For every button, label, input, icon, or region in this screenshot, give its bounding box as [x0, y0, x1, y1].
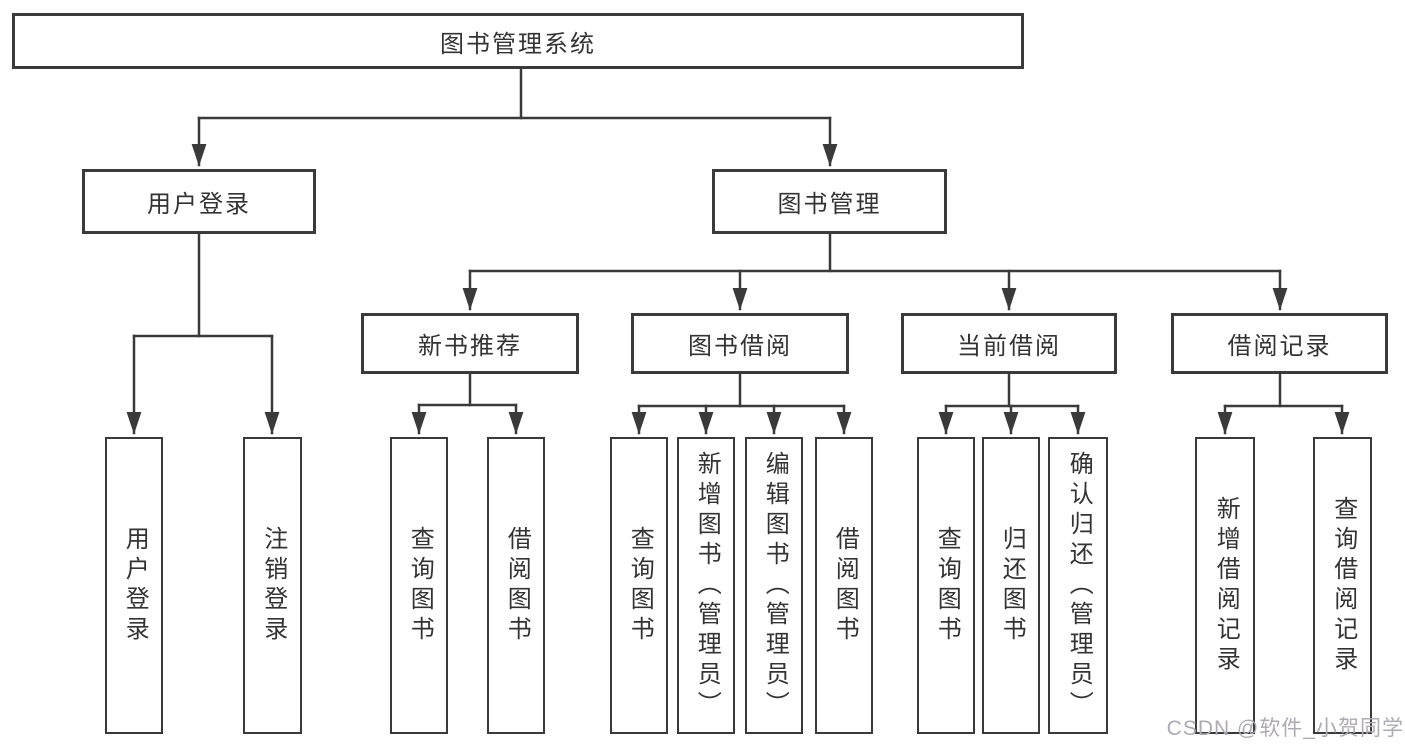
- node-book-management: 图书管理: [712, 169, 947, 234]
- node-borrow-records: 借阅记录: [1171, 313, 1388, 374]
- leaf-borrowing-edit-books-admin: 编辑图书（管理员）: [745, 437, 803, 734]
- leaf-logout: 注销登录: [243, 437, 302, 734]
- node-user-login: 用户登录: [82, 169, 316, 234]
- leaf-recommend-borrow-books: 借阅图书: [487, 437, 545, 734]
- connector-lines: [126, 67, 1350, 435]
- leaf-user-login: 用户登录: [105, 437, 163, 734]
- node-book-borrowing: 图书借阅: [631, 313, 849, 374]
- leaf-records-add-borrow-record: 新增借阅记录: [1195, 437, 1255, 734]
- leaf-current-return-books: 归还图书: [982, 437, 1040, 734]
- leaf-borrowing-add-books-admin: 新增图书（管理员）: [677, 437, 735, 734]
- leaf-recommend-query-books: 查询图书: [390, 437, 448, 734]
- leaf-current-confirm-return-admin: 确认归还（管理员）: [1048, 437, 1108, 734]
- leaf-borrowing-borrow-books: 借阅图书: [815, 437, 873, 734]
- node-library-management-system: 图书管理系统: [12, 13, 1024, 69]
- leaf-borrowing-query-books: 查询图书: [610, 437, 668, 734]
- leaf-records-query-borrow-record: 查询借阅记录: [1313, 437, 1372, 734]
- node-current-borrowing: 当前借阅: [901, 313, 1117, 374]
- leaf-current-query-books: 查询图书: [917, 437, 975, 734]
- csdn-watermark: CSDN @软件_小贺同学: [1166, 717, 1404, 740]
- node-new-book-recommend: 新书推荐: [361, 313, 579, 374]
